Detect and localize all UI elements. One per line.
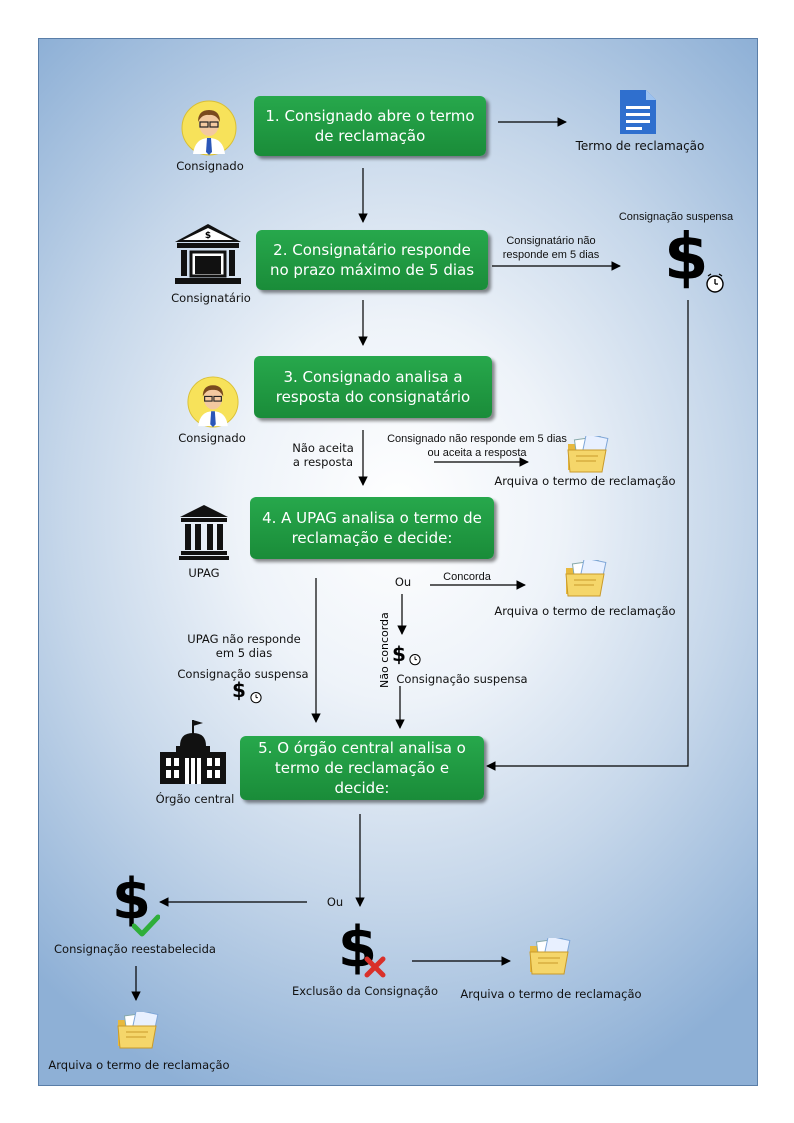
actor-orgao-central: Órgão central (155, 792, 235, 806)
label-arquiva-2: Arquiva o termo de reclamação (494, 604, 676, 618)
label-concorda: Concorda (443, 571, 491, 583)
label-ou-1: Ou (394, 575, 412, 589)
folder-icon (528, 935, 572, 981)
step-1-box: 1. Consignado abre o termo de reclamação (254, 96, 486, 156)
actor-consignado-1: Consignado (176, 159, 244, 173)
actor-consignado-2: Consignado (178, 431, 246, 445)
close-icon (364, 956, 386, 983)
label-consignatario-nao-responde: Consignatário não responde em 5 dias (502, 235, 600, 261)
label-consignacao-reestabelecida: Consignação reestabelecida (54, 942, 216, 956)
document-icon (618, 88, 658, 141)
actor-upag: UPAG (188, 566, 220, 580)
arrow-suspensa-to-s5 (486, 300, 689, 771)
label-consignacao-suspensa-left: Consignação suspensa (177, 667, 309, 681)
svg-text:$: $ (205, 231, 211, 241)
dollar-icon: $ (232, 678, 246, 702)
actor-consignatario: Consignatário (171, 291, 251, 305)
folder-icon (566, 433, 610, 479)
clock-icon (408, 652, 422, 671)
folder-icon (116, 1009, 160, 1055)
label-termo-reclamacao: Termo de reclamação (575, 139, 705, 153)
person-icon (187, 376, 239, 433)
clock-icon (704, 272, 726, 299)
label-consignado-nao-responde: Consignado não responde em 5 dias ou ace… (387, 433, 567, 459)
dollar-icon: $ (112, 867, 151, 932)
label-upag-nao-responde: UPAG não responde em 5 dias (187, 632, 301, 660)
label-nao-aceita: Não aceita a resposta (292, 441, 354, 469)
folder-icon (564, 557, 608, 603)
label-arquiva-1: Arquiva o termo de reclamação (494, 474, 676, 488)
diagram-canvas (38, 38, 758, 1086)
label-arquiva-4: Arquiva o termo de reclamação (48, 1058, 230, 1072)
step-2-box: 2. Consignatário responde no prazo máxim… (256, 230, 488, 290)
label-arquiva-3: Arquiva o termo de reclamação (460, 987, 642, 1001)
step-5-box: 5. O órgão central analisa o termo de re… (240, 736, 484, 800)
label-nao-concorda: Não concorda (378, 612, 391, 688)
clock-icon (249, 690, 263, 709)
person-icon (181, 100, 237, 161)
step-3-box: 3. Consignado analisa a resposta do cons… (254, 356, 492, 418)
bank-icon: $ (173, 222, 243, 291)
dollar-icon: $ (392, 642, 406, 666)
label-consignacao-suspensa-mid: Consignação suspensa (396, 672, 528, 686)
step-4-box: 4. A UPAG analisa o termo de reclamação … (250, 497, 494, 559)
government-building-icon (178, 503, 230, 566)
government-building-icon (158, 718, 228, 793)
dollar-icon: $ (664, 221, 709, 295)
label-ou-2: Ou (326, 895, 344, 909)
label-consignacao-suspensa-top: Consignação suspensa (618, 211, 734, 223)
checkmark-icon (131, 914, 161, 943)
label-exclusao: Exclusão da Consignação (292, 984, 438, 998)
dollar-icon: $ (338, 915, 377, 980)
